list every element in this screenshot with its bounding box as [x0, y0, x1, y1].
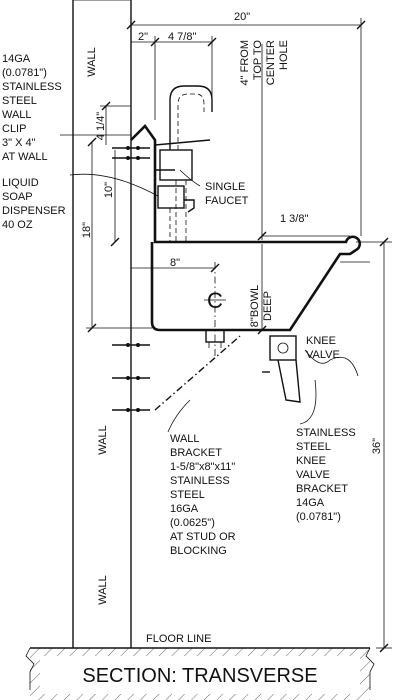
- bowl-deep-note: 8"BOWL DEEP: [249, 285, 274, 327]
- wall-label-bottom: WALL: [97, 575, 109, 605]
- svg-text:AT STUD OR: AT STUD OR: [170, 531, 236, 543]
- svg-text:DISPENSER: DISPENSER: [2, 205, 66, 217]
- svg-text:AT WALL: AT WALL: [2, 151, 48, 163]
- svg-text:HOLE: HOLE: [278, 40, 290, 70]
- dim-setback: 2": [138, 31, 148, 43]
- dimension-values: 20" 2" 4 7/8" 4 1/4" 10" 18" 1 3/8" 8" 3…: [81, 11, 383, 454]
- dim-faucet-reach: 4 7/8": [168, 31, 196, 43]
- svg-text:BLOCKING: BLOCKING: [170, 545, 227, 557]
- svg-text:8"BOWL: 8"BOWL: [249, 285, 261, 327]
- knee-valve-note: KNEE VALVE: [306, 335, 340, 361]
- svg-text:(0.0625"): (0.0625"): [170, 517, 215, 529]
- svg-text:VALVE: VALVE: [296, 469, 330, 481]
- svg-text:CLIP: CLIP: [2, 123, 26, 135]
- centerline: [204, 262, 226, 356]
- svg-text:TOP TO: TOP TO: [252, 40, 264, 81]
- svg-text:3" X 4": 3" X 4": [2, 137, 36, 149]
- soap-dispenser: [157, 185, 195, 242]
- svg-text:4" FROM: 4" FROM: [239, 40, 251, 85]
- soap-note: LIQUID SOAP DISPENSER 40 OZ: [2, 177, 66, 231]
- dim-bowl-center: 8": [170, 257, 180, 269]
- svg-text:FAUCET: FAUCET: [205, 195, 249, 207]
- wall-anchors: [112, 146, 150, 412]
- wall-bracket: [154, 335, 241, 411]
- svg-text:VALVE: VALVE: [306, 349, 340, 361]
- wall-label-top: WALL: [86, 47, 98, 77]
- dim-rim-height: 36": [371, 438, 383, 454]
- svg-text:LIQUID: LIQUID: [2, 177, 39, 189]
- section-title: SECTION: TRANSVERSE: [82, 665, 317, 687]
- svg-text:STAINLESS: STAINLESS: [296, 427, 356, 439]
- svg-text:STEEL: STEEL: [2, 95, 37, 107]
- svg-text:(0.0781"): (0.0781"): [2, 67, 47, 79]
- dimension-lines: [86, 18, 392, 649]
- svg-text:STAINLESS: STAINLESS: [2, 81, 62, 93]
- svg-text:(0.0781"): (0.0781"): [296, 511, 341, 523]
- wall: [72, 0, 132, 649]
- clip-note: 14GA (0.0781") STAINLESS STEEL WALL CLIP…: [2, 53, 62, 163]
- svg-text:BRACKET: BRACKET: [296, 483, 348, 495]
- centerline-symbol: C: [207, 288, 223, 313]
- svg-text:14GA: 14GA: [296, 497, 325, 509]
- knee-valve: [262, 335, 301, 403]
- dim-rim: 1 3/8": [280, 213, 308, 225]
- floor: [25, 647, 375, 700]
- from-top-note: 4" FROM TOP TO CENTER HOLE: [239, 40, 290, 86]
- svg-text:1-5/8"x8"x11": 1-5/8"x8"x11": [170, 461, 235, 473]
- svg-text:SOAP: SOAP: [2, 191, 33, 203]
- svg-text:STEEL: STEEL: [170, 489, 205, 501]
- dim-back-height: 18": [81, 222, 93, 238]
- faucet: [159, 85, 213, 242]
- knee-bracket-note: STAINLESS STEEL KNEE VALVE BRACKET 14GA …: [296, 427, 356, 523]
- svg-text:16GA: 16GA: [170, 503, 199, 515]
- svg-text:KNEE: KNEE: [296, 455, 326, 467]
- leader-lines: [60, 134, 359, 433]
- svg-text:14GA: 14GA: [2, 53, 31, 65]
- svg-text:WALL: WALL: [2, 109, 32, 121]
- svg-text:STEEL: STEEL: [296, 441, 331, 453]
- dim-clip-height: 4 1/4": [95, 112, 107, 140]
- dim-soap-height: 10": [103, 182, 115, 198]
- wall-label-mid: WALL: [97, 425, 109, 455]
- dimension-ticks: [87, 20, 389, 653]
- floor-line-label: FLOOR LINE: [146, 633, 211, 645]
- svg-text:CENTER: CENTER: [265, 40, 277, 85]
- sink-body: [130, 123, 362, 332]
- svg-text:BRACKET: BRACKET: [170, 447, 222, 459]
- dim-overall-depth: 20": [234, 11, 250, 23]
- svg-text:SINGLE: SINGLE: [205, 181, 245, 193]
- wall-bracket-note: WALL BRACKET 1-5/8"x8"x11" STAINLESS STE…: [170, 433, 236, 557]
- svg-text:KNEE: KNEE: [306, 335, 336, 347]
- svg-text:STAINLESS: STAINLESS: [170, 475, 230, 487]
- svg-text:WALL: WALL: [170, 433, 200, 445]
- faucet-note: SINGLE FAUCET: [205, 181, 249, 207]
- svg-text:40 OZ: 40 OZ: [2, 219, 33, 231]
- svg-text:DEEP: DEEP: [262, 291, 274, 321]
